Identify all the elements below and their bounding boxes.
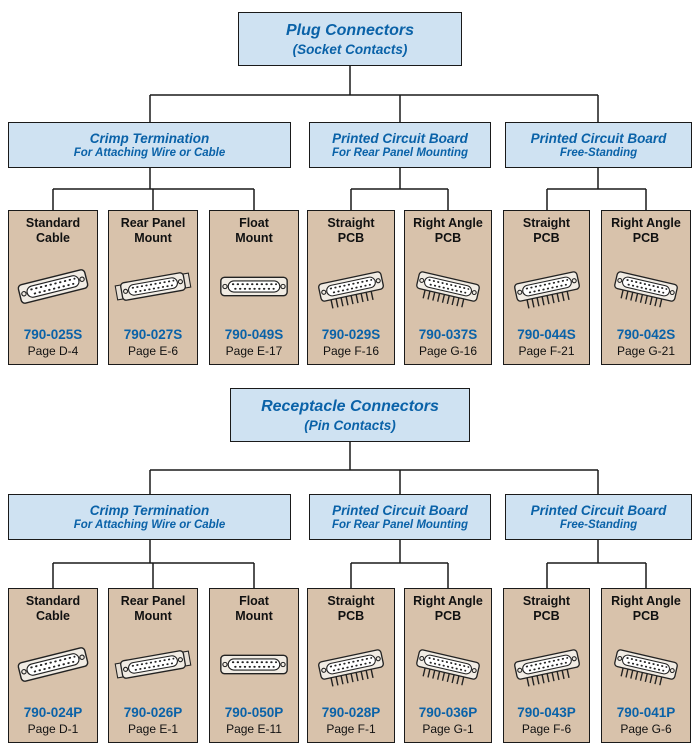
product-card: Standard Cable 790-024P Page D-1 [8,588,98,743]
product-type-label: Right Angle PCB [611,594,681,623]
part-number-link[interactable]: 790-026P [123,705,183,720]
page-reference: Page G-6 [620,722,672,736]
part-number-link[interactable]: 790-028P [321,705,381,720]
category-subtitle: For Attaching Wire or Cable [73,147,226,159]
page-reference: Page E-11 [226,722,282,736]
page-reference: Page G-16 [418,344,478,358]
category-node-pcb-rear-panel: Printed Circuit Board For Rear Panel Mou… [309,494,491,540]
category-node-pcb-free-standing: Printed Circuit Board Free-Standing [505,122,692,168]
dsub-rear-panel-mount-illustration [111,624,195,706]
dsub-standard-cable-illustration [11,246,95,328]
category-title: Crimp Termination [89,131,210,146]
product-card: Float Mount 790-049S Page E-17 [209,210,299,365]
dsub-float-mount-illustration [212,246,296,328]
category-node-pcb-rear-panel: Printed Circuit Board For Rear Panel Mou… [309,122,491,168]
dsub-right-angle-pcb-illustration [407,246,489,328]
product-type-label: Rear Panel Mount [120,216,186,245]
dsub-straight-pcb-illustration [506,246,587,328]
product-card: Straight PCB 790-044S Page F-21 [503,210,590,365]
page-reference: Page E-17 [225,344,283,358]
category-node-pcb-free-standing: Printed Circuit Board Free-Standing [505,494,692,540]
category-title: Printed Circuit Board [332,503,468,518]
category-node-crimp-termination: Crimp Termination For Attaching Wire or … [8,122,291,168]
dsub-right-angle-pcb-illustration [407,624,489,706]
product-card: Straight PCB 790-028P Page F-1 [307,588,395,743]
page-reference: Page G-1 [422,722,474,736]
part-number-link[interactable]: 790-050P [224,705,284,720]
product-card: Straight PCB 790-043P Page F-6 [503,588,590,743]
part-number-link[interactable]: 790-025S [23,327,83,342]
page-reference: Page F-21 [518,344,575,358]
root-subtitle: (Pin Contacts) [304,417,396,433]
category-title: Printed Circuit Board [530,503,667,518]
part-number-link[interactable]: 790-049S [224,327,284,342]
product-type-label: Straight PCB [522,594,571,623]
part-number-link[interactable]: 790-037S [418,327,478,342]
part-number-link[interactable]: 790-043P [517,705,576,720]
category-title: Printed Circuit Board [332,131,468,146]
dsub-rear-panel-mount-illustration [111,246,195,328]
page-reference: Page F-16 [322,344,380,358]
product-card: Float Mount 790-050P Page E-11 [209,588,299,743]
category-subtitle: For Rear Panel Mounting [331,519,469,531]
product-type-label: Float Mount [235,216,273,245]
category-subtitle: Free-Standing [559,519,638,531]
product-card: Rear Panel Mount 790-026P Page E-1 [108,588,198,743]
product-type-label: Right Angle PCB [413,216,483,245]
product-type-label: Standard Cable [25,594,81,623]
category-subtitle: For Attaching Wire or Cable [73,519,226,531]
category-node-crimp-termination: Crimp Termination For Attaching Wire or … [8,494,291,540]
page-reference: Page D-4 [27,344,79,358]
product-card: Right Angle PCB 790-036P Page G-1 [404,588,492,743]
part-number-link[interactable]: 790-041P [616,705,676,720]
product-type-label: Straight PCB [327,216,375,245]
part-number-link[interactable]: 790-042S [616,327,676,342]
category-title: Printed Circuit Board [530,131,667,146]
product-type-label: Rear Panel Mount [120,594,186,623]
dsub-straight-pcb-illustration [310,246,392,328]
page-reference: Page E-1 [127,722,179,736]
dsub-straight-pcb-illustration [310,624,392,706]
part-number-link[interactable]: 790-024P [23,705,83,720]
part-number-link[interactable]: 790-044S [517,327,576,342]
root-title: Receptacle Connectors [261,397,439,415]
page-reference: Page E-6 [127,344,179,358]
product-card: Standard Cable 790-025S Page D-4 [8,210,98,365]
dsub-float-mount-illustration [212,624,296,706]
page-reference: Page F-1 [326,722,376,736]
product-card: Rear Panel Mount 790-027S Page E-6 [108,210,198,365]
dsub-straight-pcb-illustration [506,624,587,706]
dsub-right-angle-pcb-illustration [604,246,688,328]
product-card: Right Angle PCB 790-041P Page G-6 [601,588,691,743]
product-type-label: Standard Cable [25,216,81,245]
product-type-label: Straight PCB [327,594,375,623]
category-title: Crimp Termination [89,503,210,518]
category-subtitle: Free-Standing [559,147,638,159]
product-card: Straight PCB 790-029S Page F-16 [307,210,395,365]
page-reference: Page G-21 [616,344,676,358]
root-node-plug-connectors: Plug Connectors (Socket Contacts) [238,12,462,66]
root-title: Plug Connectors [285,21,414,39]
page-reference: Page F-6 [521,722,572,736]
product-type-label: Right Angle PCB [611,216,681,245]
page-reference: Page D-1 [27,722,79,736]
product-type-label: Straight PCB [522,216,571,245]
dsub-right-angle-pcb-illustration [604,624,688,706]
product-type-label: Right Angle PCB [413,594,483,623]
part-number-link[interactable]: 790-036P [418,705,478,720]
product-card: Right Angle PCB 790-037S Page G-16 [404,210,492,365]
root-subtitle: (Socket Contacts) [292,41,408,57]
dsub-standard-cable-illustration [11,624,95,706]
product-card: Right Angle PCB 790-042S Page G-21 [601,210,691,365]
category-subtitle: For Rear Panel Mounting [331,147,469,159]
product-type-label: Float Mount [235,594,273,623]
part-number-link[interactable]: 790-027S [123,327,183,342]
part-number-link[interactable]: 790-029S [321,327,381,342]
root-node-receptacle-connectors: Receptacle Connectors (Pin Contacts) [230,388,470,442]
